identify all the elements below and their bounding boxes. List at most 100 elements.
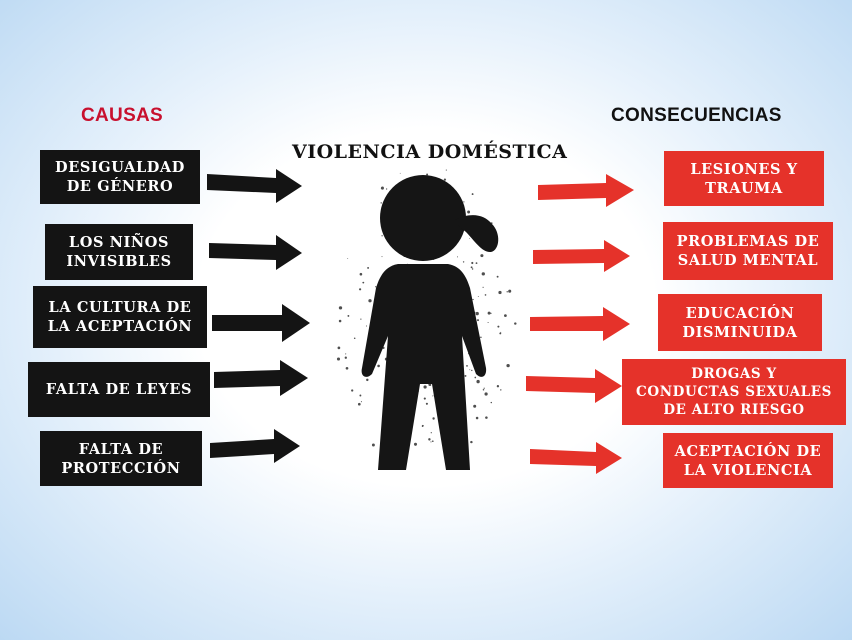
ink-speck (381, 256, 383, 258)
ink-speck (362, 281, 365, 284)
ink-speck (445, 169, 447, 171)
ink-speck (425, 402, 428, 405)
ink-speck (345, 353, 347, 355)
ink-speck (471, 369, 473, 372)
ink-speck (344, 356, 347, 359)
ink-speck (482, 389, 485, 391)
ink-speck (477, 319, 479, 322)
ink-speck (500, 389, 502, 391)
ink-speck (358, 288, 362, 291)
ink-speck (368, 299, 372, 303)
ink-speck (421, 425, 423, 427)
ink-speck (423, 385, 427, 389)
causes-heading: CAUSAS (81, 105, 164, 126)
ink-speck (432, 417, 435, 420)
diagram-title: VIOLENCIA DOMÉSTICA (292, 141, 568, 163)
ink-speck (430, 441, 432, 443)
arrow-right-icon (209, 235, 302, 270)
ink-speck (426, 173, 429, 176)
ink-speck (380, 186, 384, 190)
ink-speck (471, 268, 474, 270)
ink-speck (490, 312, 492, 314)
ink-speck (474, 376, 477, 379)
ink-speck (506, 363, 510, 368)
cause-2-line-2: INVISIBLES (66, 253, 172, 270)
cause-4-line-1: FALTA DE LEYES (45, 381, 193, 398)
ink-speck (469, 369, 471, 371)
consequence-5-line-2: LA VIOLENCIA (683, 461, 813, 479)
consequence-1-line-1: LESIONES Y (690, 160, 798, 178)
ink-speck (462, 261, 465, 263)
ink-speck (423, 397, 426, 400)
ink-speck (371, 443, 375, 447)
ink-speck (471, 193, 474, 196)
ink-speck (470, 266, 473, 269)
consequence-2-line-1: PROBLEMAS DE (676, 233, 820, 250)
cause-1-line-2: DE GÉNERO (66, 178, 174, 195)
ink-speck (357, 402, 361, 406)
ink-speck (470, 440, 473, 444)
ink-speck (485, 416, 488, 419)
ink-speck (375, 286, 377, 288)
arrow-right-icon (526, 369, 622, 403)
ink-speck (456, 256, 459, 258)
cause-box-4: FALTA DE LEYES (28, 362, 210, 417)
ink-speck (338, 306, 343, 310)
arrow-right-icon (210, 429, 300, 463)
ink-speck (490, 401, 492, 404)
ink-speck (477, 296, 479, 298)
ink-speck (499, 332, 502, 335)
ink-speck (500, 331, 502, 333)
consequence-4-line-3: DE ALTO RIESGO (663, 402, 805, 418)
ink-speck (496, 275, 499, 278)
ink-speck (497, 325, 500, 328)
arrow-right-icon (530, 307, 630, 341)
ink-speck (481, 272, 485, 276)
ink-speck (467, 210, 471, 214)
ink-speck (430, 432, 432, 434)
consequence-1-line-2: TRAUMA (705, 179, 783, 197)
ink-speck (353, 337, 356, 339)
ink-speck (473, 404, 477, 408)
ink-speck (399, 172, 401, 174)
ink-speck (428, 438, 431, 441)
ink-speck (475, 311, 479, 316)
cause-5-line-1: FALTA DE (78, 440, 164, 458)
ink-speck (496, 385, 500, 388)
ink-speck (432, 440, 434, 443)
cause-box-3: LA CULTURA DE LA ACEPTACIÓN (33, 286, 207, 348)
ink-speck (508, 289, 512, 293)
ink-speck (443, 178, 447, 181)
ink-speck (487, 321, 489, 324)
ink-speck (359, 394, 362, 397)
consequence-4-line-2: CONDUCTAS SEXUALES (636, 384, 832, 400)
ink-speck (347, 314, 350, 317)
consequence-3-line-2: DISMINUIDA (682, 323, 798, 341)
arrow-right-icon (207, 169, 302, 203)
ink-speck (360, 401, 362, 403)
ink-speck (484, 294, 487, 296)
cause-3-line-1: LA CULTURA DE (48, 299, 192, 316)
ink-speck (482, 286, 484, 288)
consequence-box-4: DROGAS Y CONDUCTAS SEXUALES DE ALTO RIESGO (622, 359, 846, 425)
ink-speck (347, 258, 349, 259)
ink-speck (366, 378, 369, 382)
ink-speck (429, 384, 432, 386)
ink-speck (365, 325, 368, 327)
consequence-4-line-1: DROGAS Y (691, 366, 777, 382)
ink-speck (514, 322, 517, 325)
ink-speck (506, 291, 508, 293)
cause-5-line-2: PROTECCIÓN (61, 459, 181, 477)
ink-speck (480, 254, 484, 258)
ink-speck (475, 416, 479, 420)
ink-speck (380, 202, 382, 204)
ink-speck (432, 395, 434, 397)
consequences-heading: CONSECUENCIAS (611, 105, 782, 126)
cause-3-line-2: LA ACEPTACIÓN (47, 318, 193, 335)
ink-speck (475, 262, 478, 265)
